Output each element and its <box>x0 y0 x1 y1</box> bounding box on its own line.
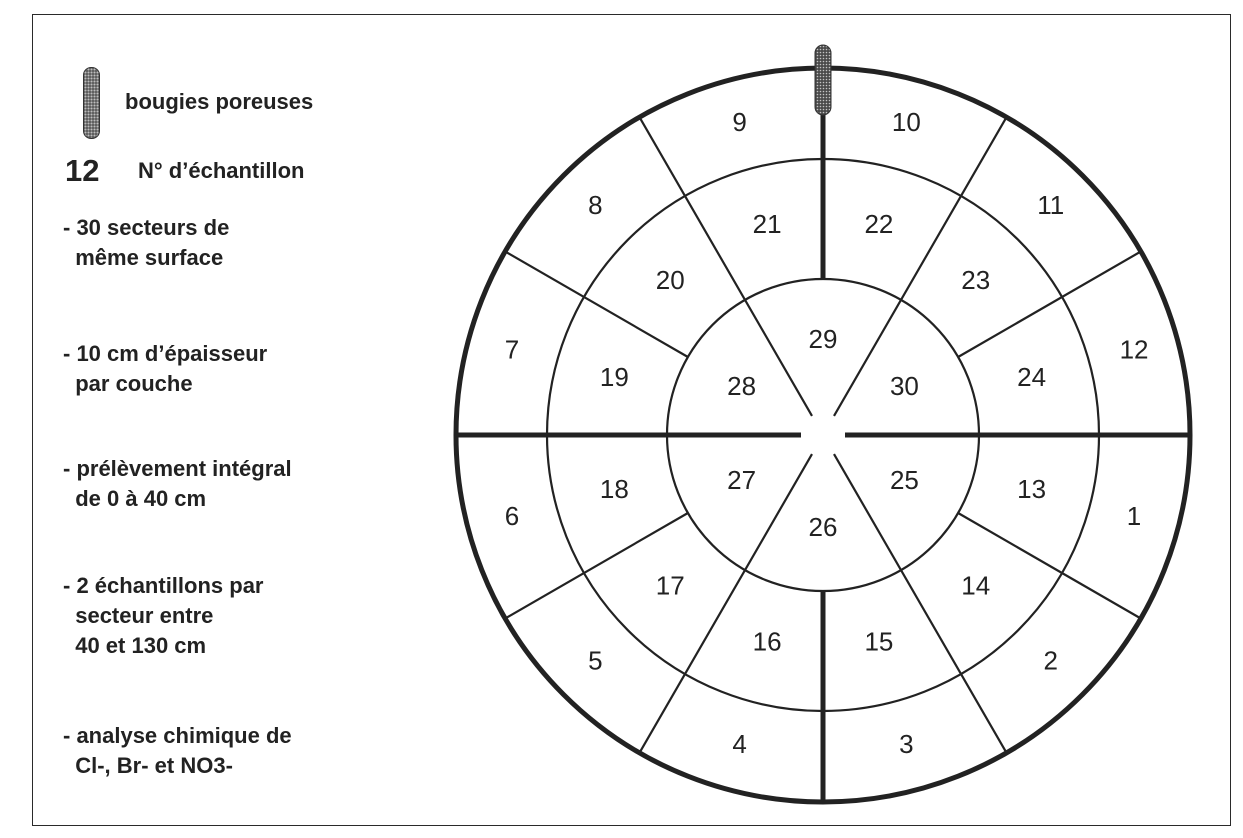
sector-divider <box>504 512 689 620</box>
sector-label-inner: 26 <box>809 512 838 542</box>
sector-label-outer: 1 <box>1127 501 1141 531</box>
note-line: Cl-, Br- et NO3- <box>63 753 233 778</box>
sector-label-outer: 3 <box>899 729 913 759</box>
sector-label-outer: 7 <box>505 335 519 365</box>
sector-label-outer: 11 <box>1037 190 1064 220</box>
porous-candle-icon <box>83 67 100 139</box>
figure-frame: bougies poreuses 12 N° d’échantillon - 3… <box>32 14 1231 826</box>
note-line: - 2 échantillons par <box>63 573 264 598</box>
sector-label-outer: 6 <box>505 501 519 531</box>
sector-label-inner: 27 <box>727 465 756 495</box>
note-line: 40 et 130 cm <box>63 633 207 658</box>
sector-label-middle: 21 <box>753 209 782 239</box>
sector-label-outer: 10 <box>892 107 921 137</box>
sector-divider <box>638 453 813 754</box>
sector-label-inner: 30 <box>890 371 919 401</box>
sector-label-middle: 20 <box>656 265 685 295</box>
sector-label-middle: 15 <box>864 627 893 657</box>
sector-label-outer: 4 <box>732 729 746 759</box>
sector-divider <box>957 512 1142 620</box>
sector-label-middle: 17 <box>656 571 685 601</box>
sector-label-middle: 13 <box>1017 474 1046 504</box>
note-line: de 0 à 40 cm <box>63 486 207 511</box>
note-samples-per-sector: - 2 échantillons par secteur entre 40 et… <box>63 571 264 661</box>
sector-label-outer: 12 <box>1120 335 1149 365</box>
note-line: secteur entre <box>63 603 214 628</box>
sector-label-middle: 18 <box>600 474 629 504</box>
sector-label-inner: 25 <box>890 465 919 495</box>
note-layer-thickness: - 10 cm d’épaisseur par couche <box>63 339 267 399</box>
sector-divider <box>638 116 813 417</box>
sector-label-middle: 14 <box>961 571 990 601</box>
legend-candle-label: bougies poreuses <box>125 89 314 114</box>
sector-label-outer: 8 <box>588 190 602 220</box>
note-line: par couche <box>63 371 193 396</box>
sector-label-middle: 19 <box>600 362 629 392</box>
sector-label-outer: 5 <box>588 646 602 676</box>
spoke-group <box>456 68 1190 802</box>
porous-candle-marker <box>814 44 832 116</box>
sector-label-middle: 22 <box>864 209 893 239</box>
sector-divider <box>504 250 689 358</box>
sector-label-outer: 2 <box>1043 646 1057 676</box>
note-line: - 10 cm d’épaisseur <box>63 341 268 366</box>
sector-label-middle: 16 <box>753 627 782 657</box>
note-line: - prélèvement intégral <box>63 456 292 481</box>
porous-candle-icon <box>814 44 832 116</box>
legend-sample-number-label: N° d’échantillon <box>138 158 305 183</box>
note-sectors: - 30 secteurs de même surface <box>63 213 229 273</box>
note-integral-sampling: - prélèvement intégral de 0 à 40 cm <box>63 454 292 514</box>
sector-label-middle: 23 <box>961 265 990 295</box>
sector-divider <box>833 116 1008 417</box>
note-line: - analyse chimique de <box>63 723 292 748</box>
note-chemical-analysis: - analyse chimique de Cl-, Br- et NO3- <box>63 721 292 781</box>
note-line: même surface <box>63 245 224 270</box>
sector-divider <box>833 453 1008 754</box>
note-line: - 30 secteurs de <box>63 215 230 240</box>
legend-sample-number: 12 <box>65 153 100 188</box>
sector-label-inner: 29 <box>809 324 838 354</box>
sector-label-outer: 9 <box>732 107 746 137</box>
sector-label-inner: 28 <box>727 371 756 401</box>
sector-label-middle: 24 <box>1017 362 1046 392</box>
sector-divider <box>957 250 1142 358</box>
